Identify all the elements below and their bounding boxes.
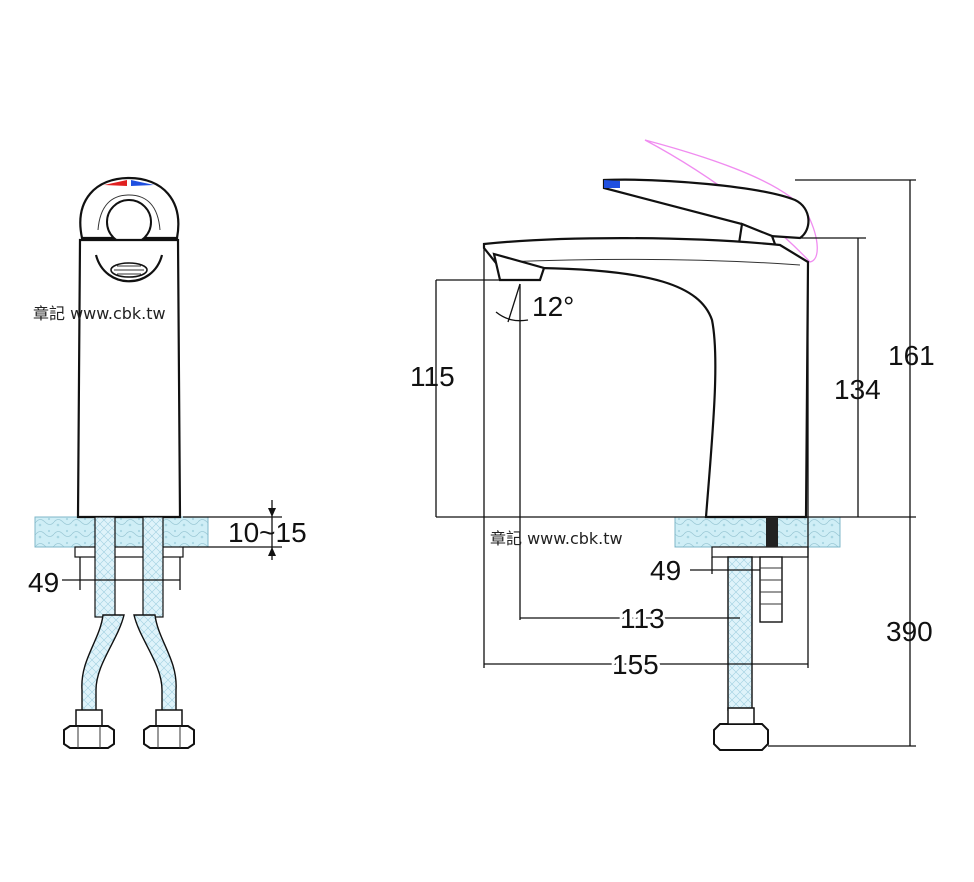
hose-nut-right	[143, 709, 195, 749]
dim-spout-height: 115	[410, 361, 455, 392]
side-shank-bolt	[759, 556, 783, 623]
side-hose-nut	[713, 723, 769, 751]
hot-marker	[104, 180, 127, 186]
dim-counter-thickness: 10~15	[228, 517, 307, 548]
side-body	[482, 237, 810, 519]
handle-tip-marker	[604, 180, 620, 188]
side-view: 12° 115 134 161 390 49 113	[410, 139, 935, 751]
side-hose	[727, 556, 753, 711]
front-handle-knob	[106, 199, 152, 245]
dim-base-width: 49	[650, 555, 681, 586]
countertop-right	[674, 516, 841, 548]
dim-total-height: 161	[888, 340, 935, 371]
watermark-right: 章記 www.cbk.tw	[490, 529, 623, 548]
hose-nut-left	[63, 709, 115, 749]
dim-hose-length: 390	[886, 616, 933, 647]
dim-overall-length: 155	[612, 649, 659, 680]
front-body	[76, 238, 182, 519]
dim-body-height: 134	[834, 374, 881, 405]
front-view: 10~15 49 章記 www.cbk.tw	[28, 176, 307, 749]
cold-marker	[131, 180, 154, 186]
watermark-left: 章記 www.cbk.tw	[33, 304, 166, 323]
side-aerator	[492, 252, 546, 282]
dim-side-width: 49	[28, 567, 59, 598]
dim-handle-angle: 12°	[532, 291, 574, 322]
countertop-left	[34, 516, 209, 548]
dim-spout-reach: 113	[620, 603, 665, 634]
